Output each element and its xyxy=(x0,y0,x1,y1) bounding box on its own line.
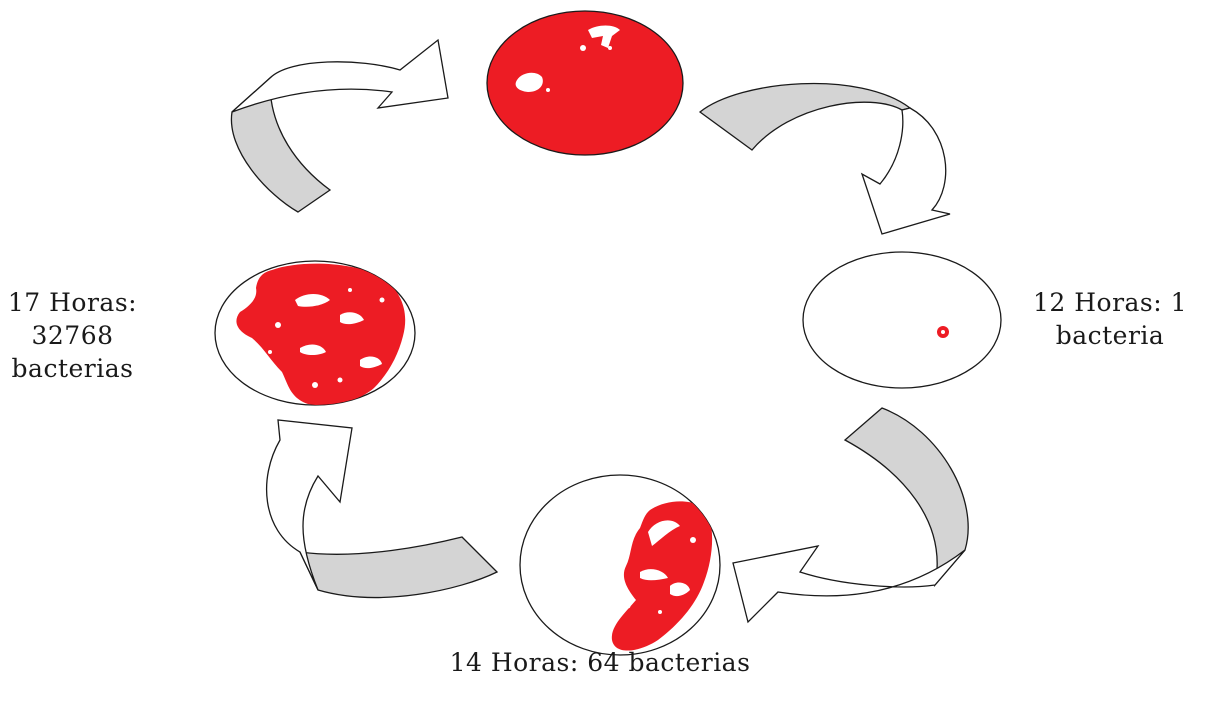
arrow-top-to-12h xyxy=(700,83,950,234)
petri-dish-14h xyxy=(520,475,720,655)
arrow-back-band xyxy=(300,537,497,597)
arrow-front-band xyxy=(232,40,448,112)
arrow-back-band xyxy=(700,83,910,150)
arrow-12h-to-14h xyxy=(733,408,968,622)
label-14-hours: 14 Horas: 64 bacterias xyxy=(380,646,820,679)
label-17-hours: 17 Horas: 32768 bacterias xyxy=(0,286,145,385)
arrow-14h-to-17h xyxy=(267,420,497,597)
label-17-hours-line-3: bacterias xyxy=(0,352,145,385)
label-17-hours-line-2: 32768 xyxy=(0,319,145,352)
arrow-front-band xyxy=(733,546,965,622)
petri-dish-top xyxy=(487,11,683,155)
petri-dish-12h xyxy=(803,252,1001,388)
label-17-hours-line-1: 17 Horas: xyxy=(0,286,145,319)
petri-dish-17h xyxy=(215,261,415,405)
label-12-hours-line-1: 12 Horas: 1 xyxy=(1015,286,1205,319)
label-14-hours-line-1: 14 Horas: 64 bacterias xyxy=(380,646,820,679)
label-12-hours-line-2: bacteria xyxy=(1015,319,1205,352)
arrow-back-band xyxy=(845,408,968,585)
arrow-17h-to-top xyxy=(231,40,448,212)
arrow-front-band xyxy=(862,108,950,234)
arrow-back-band xyxy=(231,78,330,212)
label-12-hours: 12 Horas: 1 bacteria xyxy=(1015,286,1205,352)
